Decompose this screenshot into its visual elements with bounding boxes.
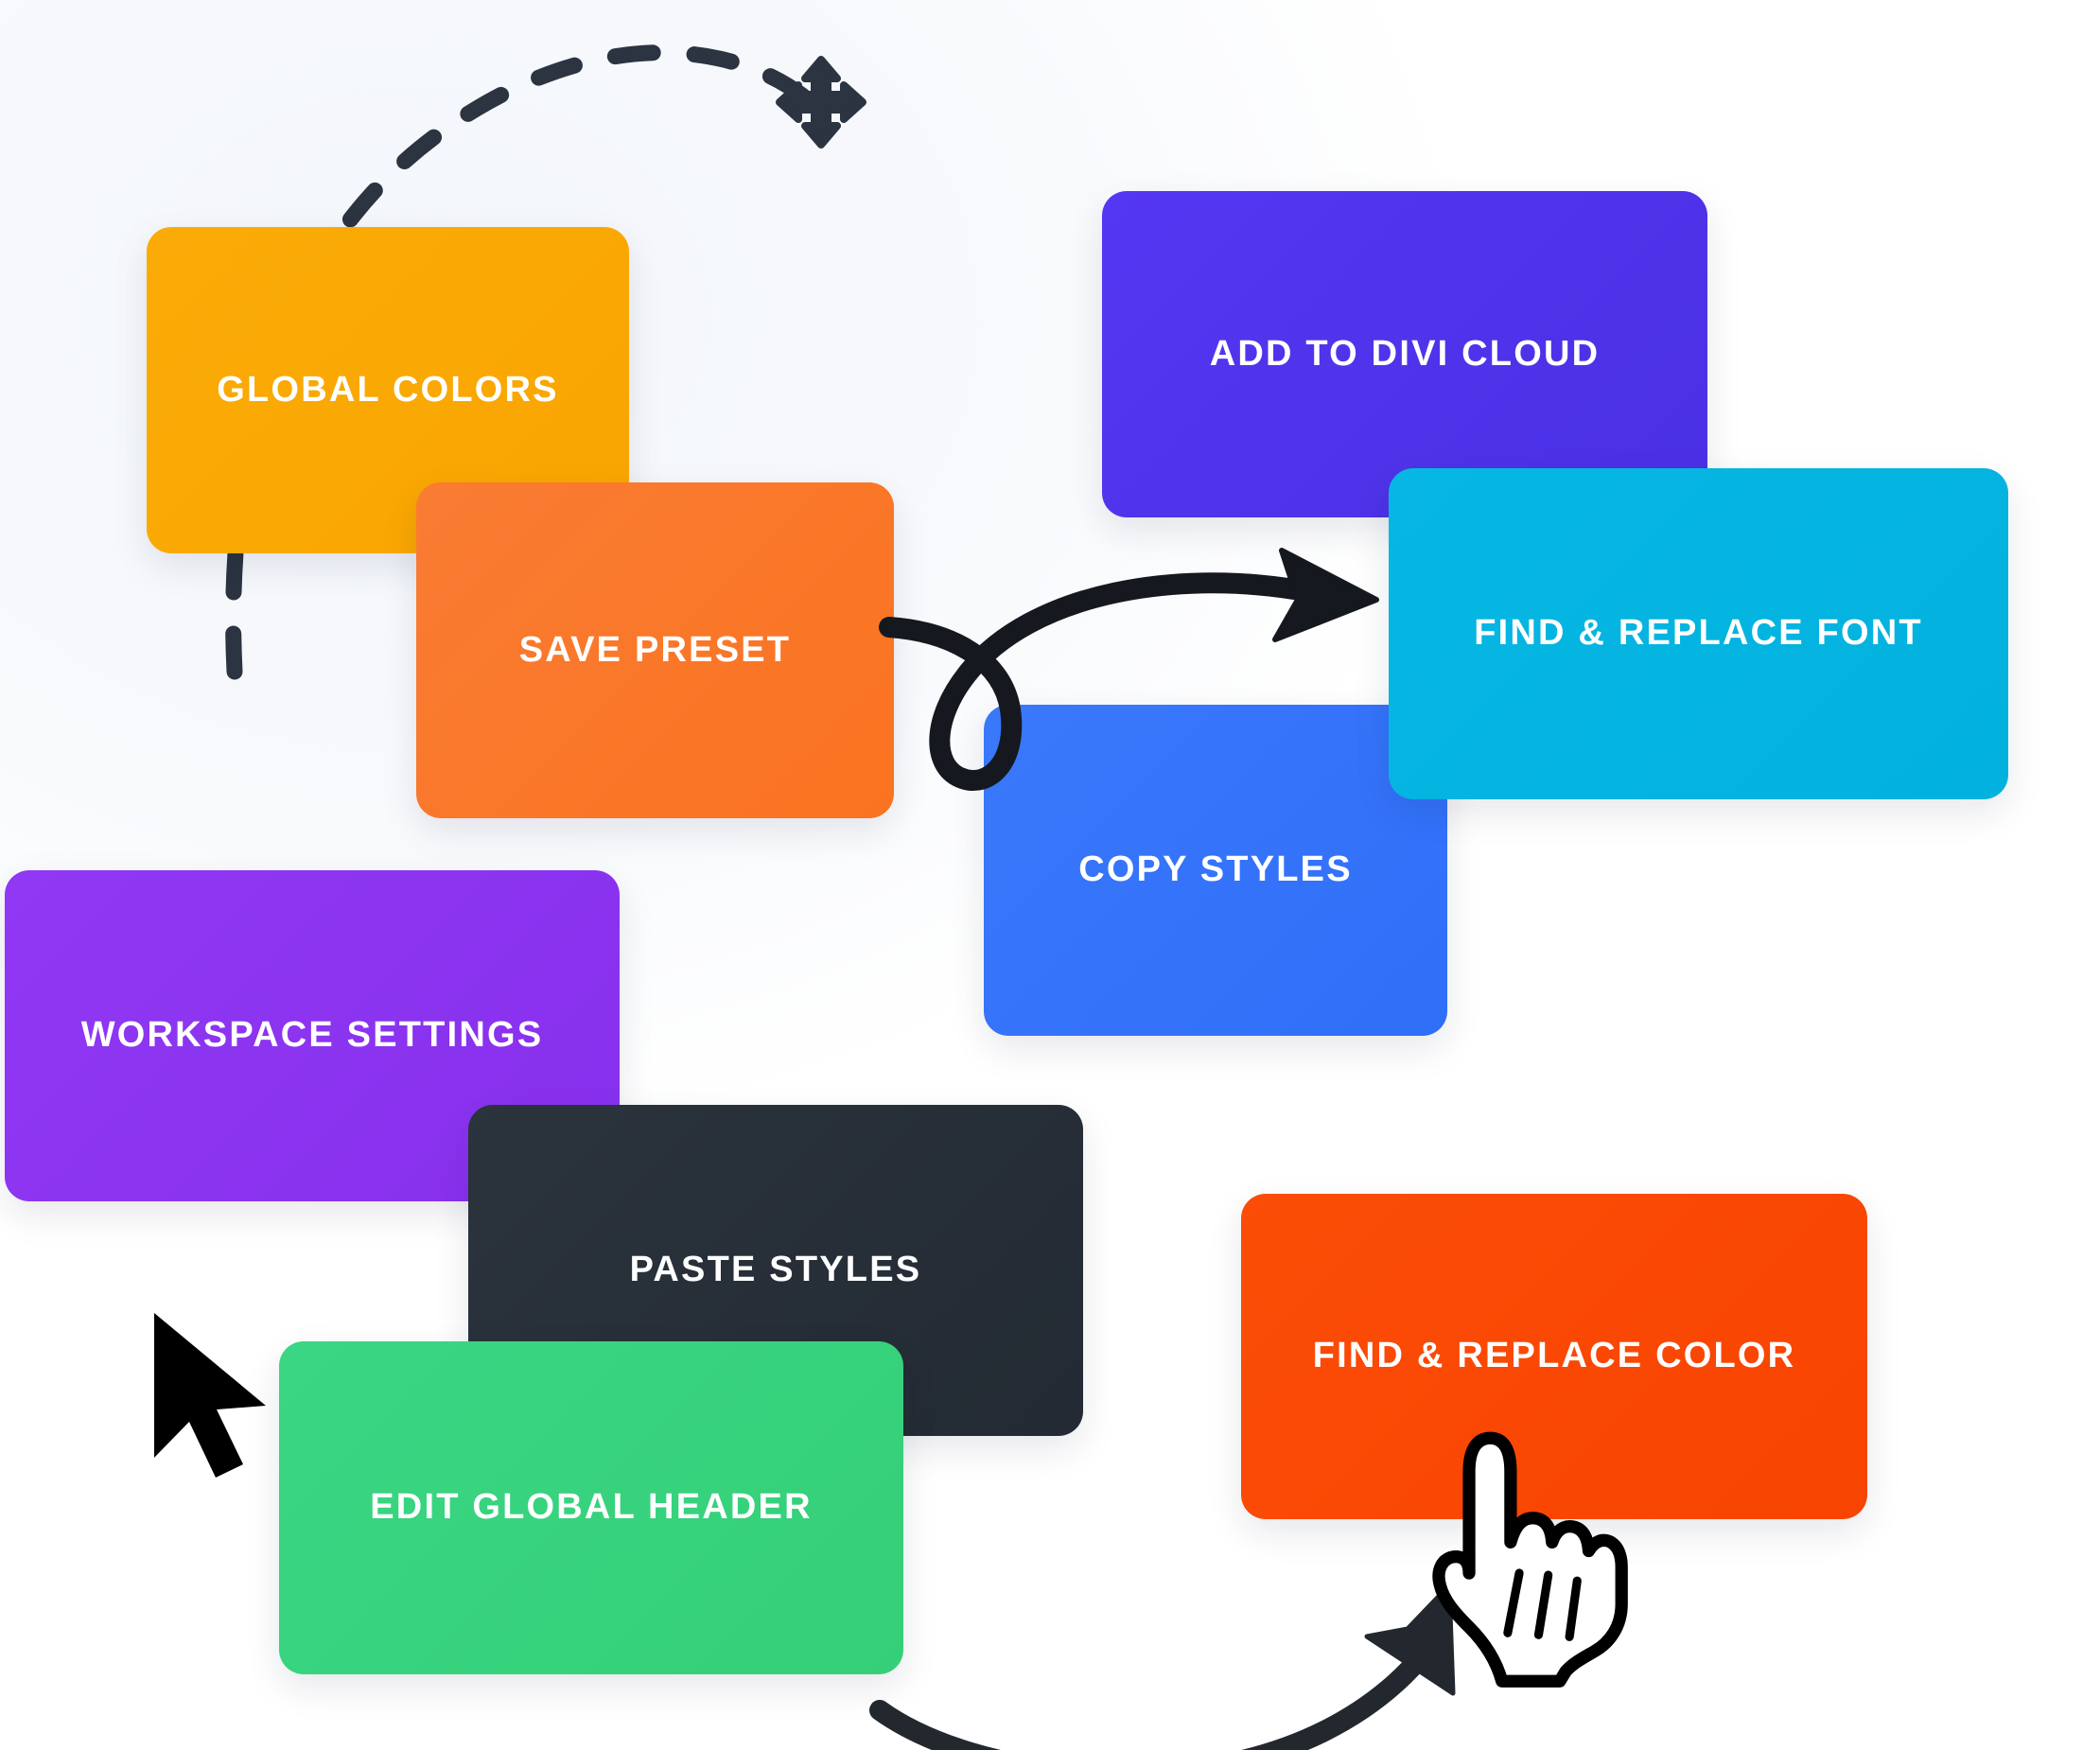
card-label: EDIT GLOBAL HEADER <box>370 1487 813 1528</box>
card-add-to-divi-cloud[interactable]: ADD TO DIVI CLOUD <box>1102 191 1707 517</box>
card-label: SAVE PRESET <box>518 629 792 670</box>
card-find-and-replace-color[interactable]: FIND & REPLACE COLOR <box>1241 1194 1867 1519</box>
card-find-and-replace-font[interactable]: FIND & REPLACE FONT <box>1389 468 2008 799</box>
arrowhead-icon <box>1272 548 1379 642</box>
curved-arrow <box>869 1583 1456 1750</box>
card-label: PASTE STYLES <box>629 1250 922 1290</box>
card-label: FIND & REPLACE FONT <box>1474 613 1923 654</box>
card-label: COPY STYLES <box>1078 849 1353 890</box>
card-label: ADD TO DIVI CLOUD <box>1209 333 1601 374</box>
card-edit-global-header[interactable]: EDIT GLOBAL HEADER <box>279 1341 903 1674</box>
arrowhead-icon <box>1364 1583 1456 1696</box>
card-save-preset[interactable]: SAVE PRESET <box>416 482 894 818</box>
arrow-cursor-icon <box>154 1313 266 1478</box>
card-label: FIND & REPLACE COLOR <box>1312 1336 1796 1376</box>
card-label: GLOBAL COLORS <box>217 369 559 410</box>
move-cursor-icon <box>776 56 866 149</box>
card-label: WORKSPACE SETTINGS <box>80 1015 544 1056</box>
card-copy-styles[interactable]: COPY STYLES <box>984 705 1447 1036</box>
card-workspace-settings[interactable]: WORKSPACE SETTINGS <box>5 870 620 1201</box>
